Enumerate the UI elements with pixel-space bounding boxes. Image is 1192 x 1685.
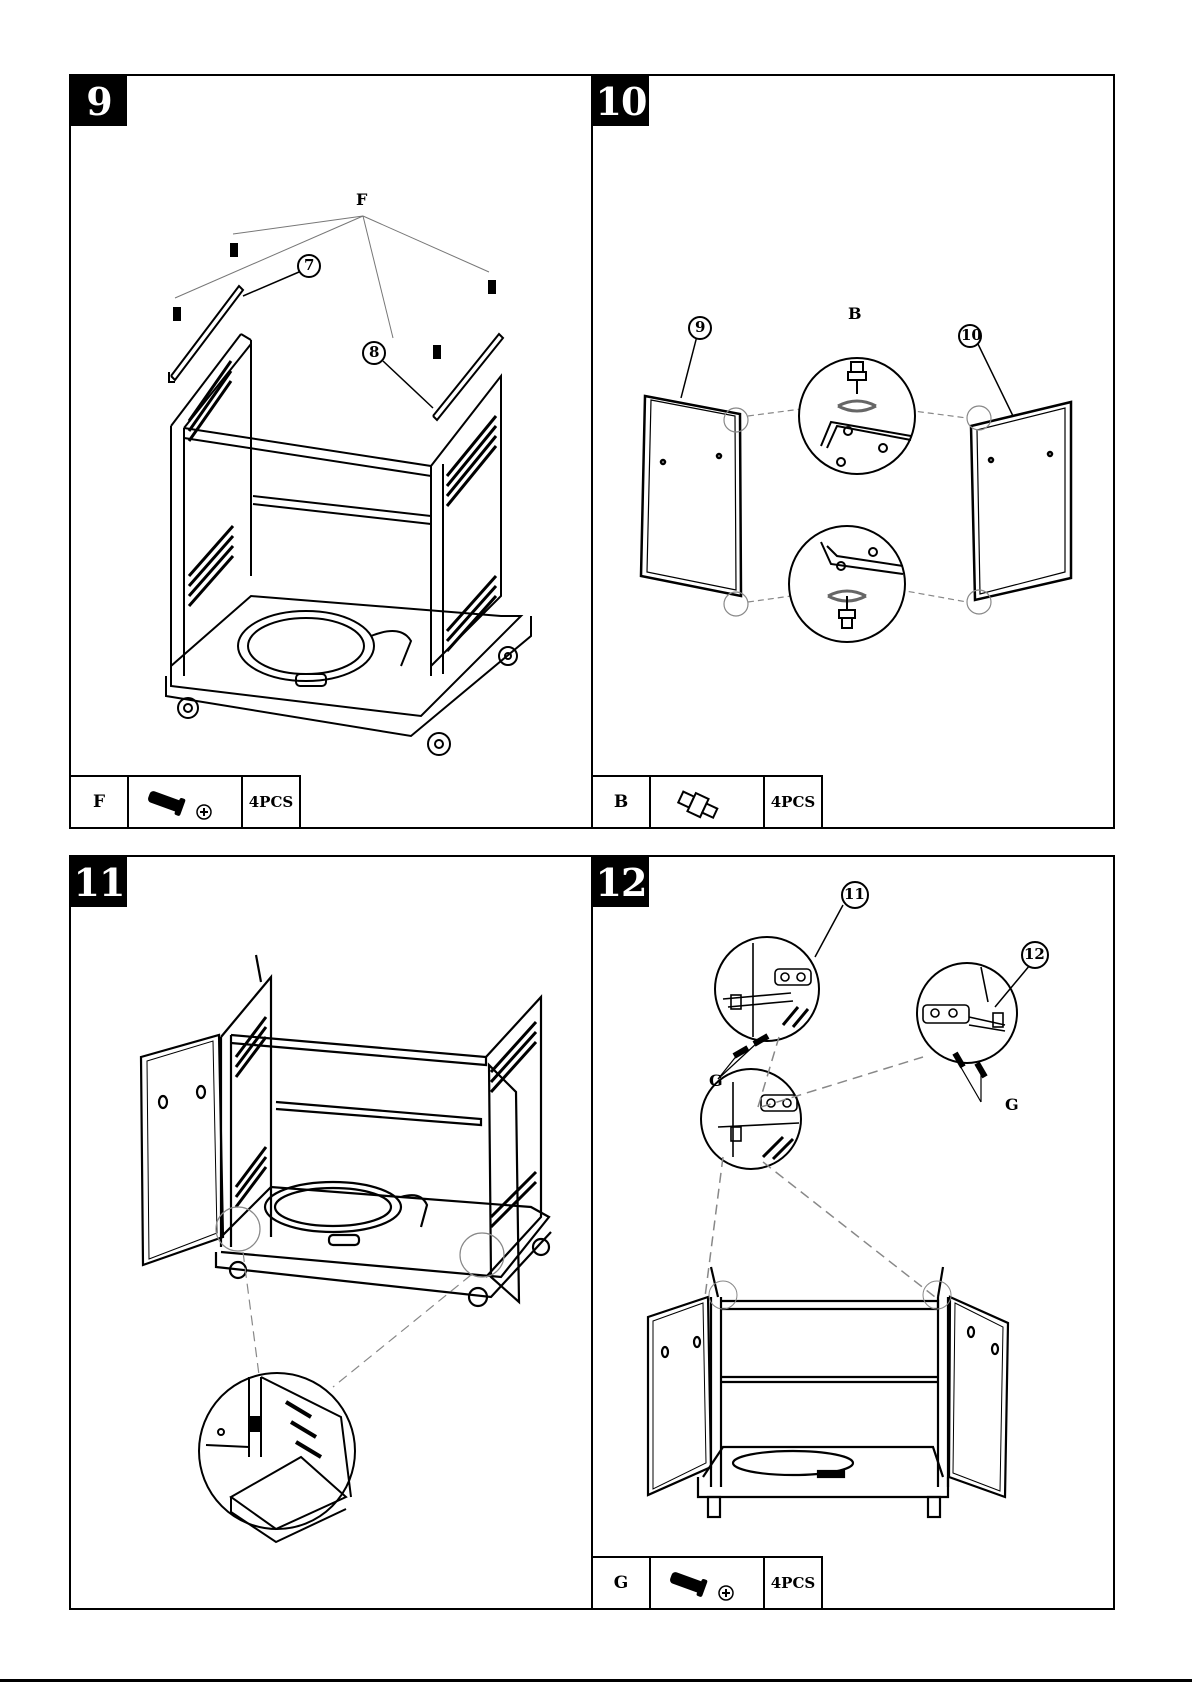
page-bottom-rule: [0, 1679, 1192, 1682]
part-quantity: 4PCS: [765, 777, 823, 827]
step-11-illustration: [71, 857, 591, 1607]
reference-number-8: 8: [369, 343, 379, 361]
reference-number-7: 7: [304, 256, 314, 274]
part-quantity: 4PCS: [765, 1558, 823, 1608]
reference-number-11: 11: [844, 885, 865, 903]
part-letter: F: [71, 777, 129, 827]
part-image-cell: [651, 1558, 765, 1608]
step-10-illustration: [593, 76, 1113, 776]
reference-number-10: 10: [961, 326, 982, 344]
screw-icon: [174, 244, 495, 358]
step-9-illustration: [71, 76, 591, 776]
step-12-panel: 12: [591, 855, 1115, 1610]
step-9-panel: 9: [69, 74, 593, 829]
part-letter-label: F: [356, 190, 367, 209]
reference-number-9: 9: [695, 318, 705, 336]
screw-icon: [651, 1559, 763, 1607]
step-11-panel: 11: [69, 855, 593, 1610]
part-letter: G: [593, 1558, 651, 1608]
part-letter-label: B: [848, 304, 862, 323]
parts-table: G 4PCS: [593, 1556, 823, 1608]
part-image-cell: [651, 777, 765, 827]
screw-icon: [129, 778, 241, 826]
parts-table: B 4PCS: [593, 775, 823, 827]
step-10-panel: 10: [591, 74, 1115, 829]
part-quantity: 4PCS: [243, 777, 301, 827]
reference-number-12: 12: [1024, 945, 1045, 963]
part-letter-label-left: G: [709, 1071, 723, 1090]
hinge-pin-icon: [651, 778, 763, 826]
part-letter: B: [593, 777, 651, 827]
part-letter-label-right: G: [1005, 1095, 1019, 1114]
part-image-cell: [129, 777, 243, 827]
parts-table: F 4PCS: [71, 775, 301, 827]
